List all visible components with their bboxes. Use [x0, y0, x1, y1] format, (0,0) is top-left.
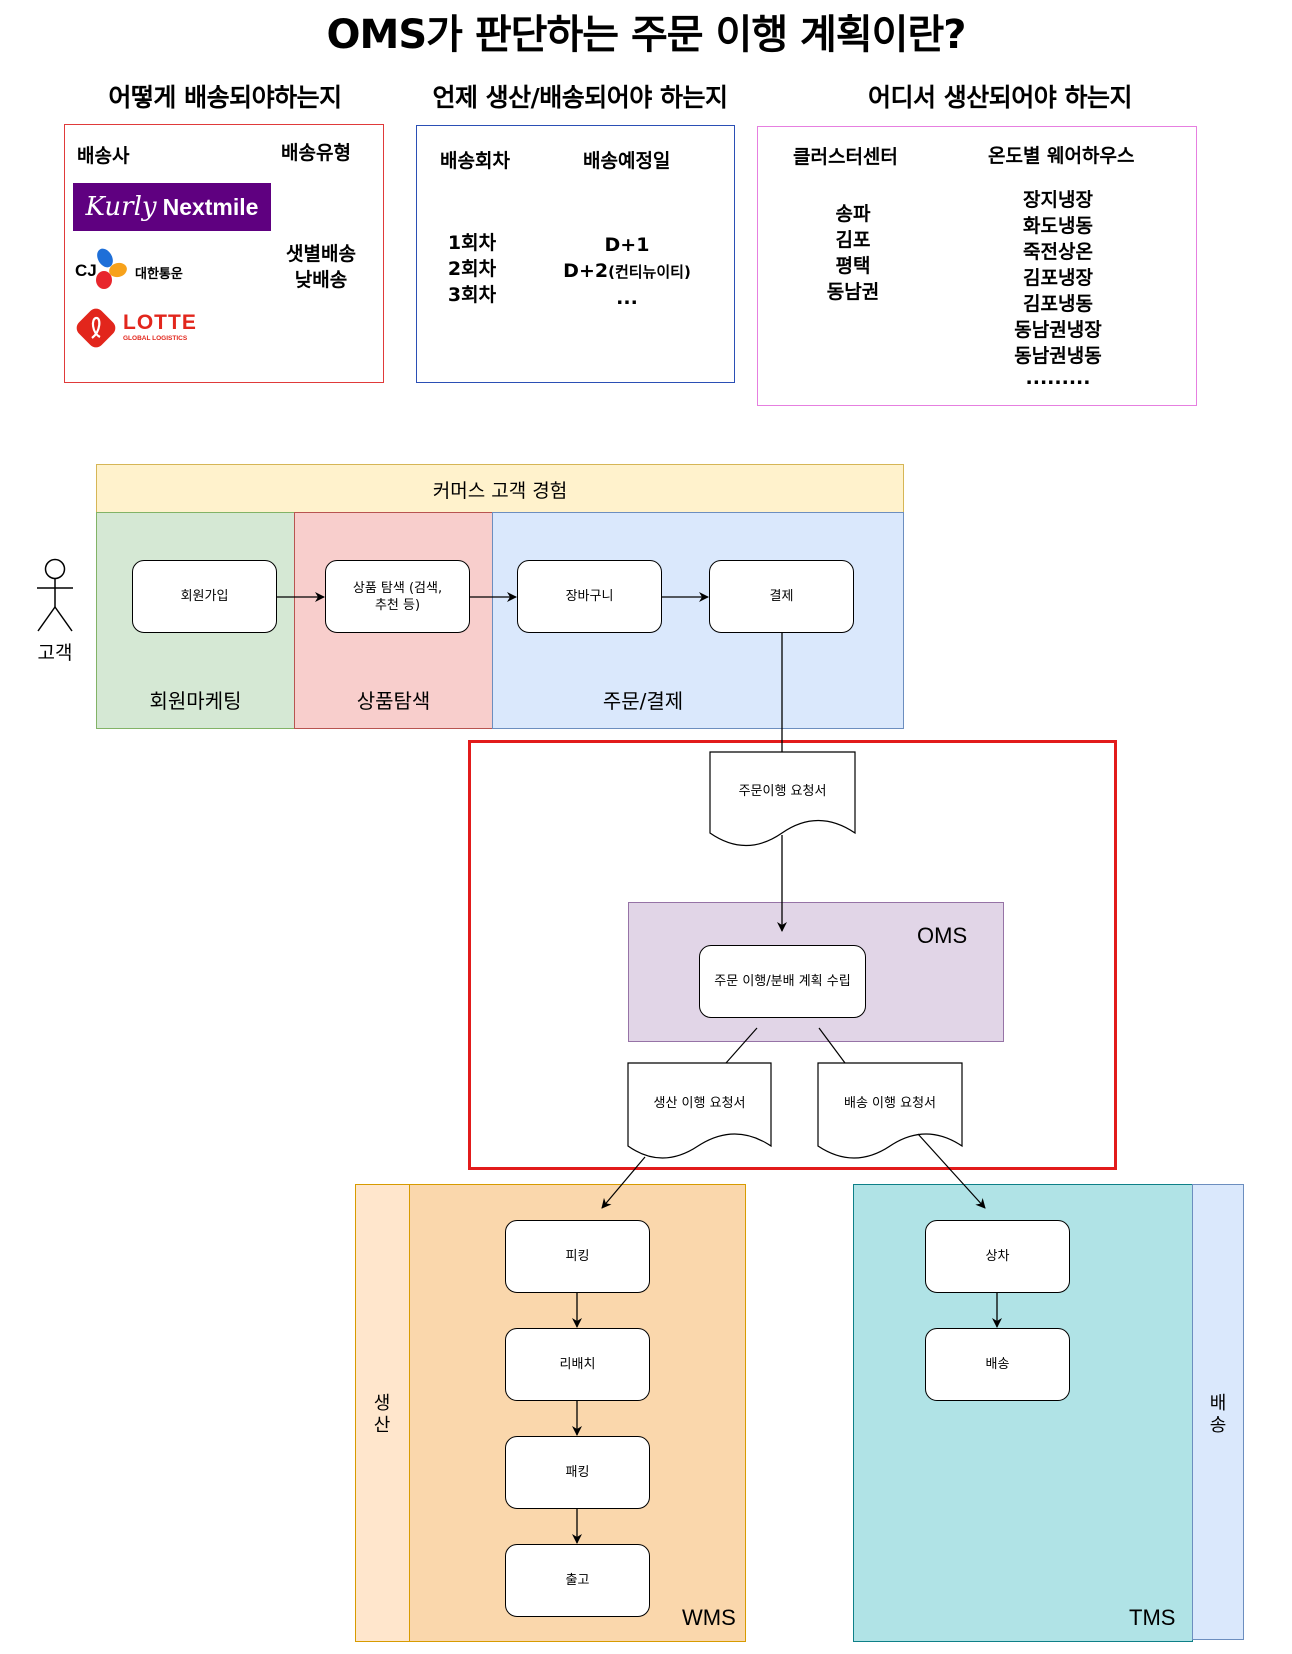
- wms-step-picking[interactable]: 피킹: [505, 1220, 650, 1293]
- cj-letters: CJ: [75, 261, 97, 280]
- step-label: 주문 이행/분배 계획 수립: [714, 974, 851, 989]
- lane-char: 산: [373, 1415, 391, 1436]
- tms-system-label: TMS: [1129, 1605, 1176, 1630]
- step-label: 결제: [769, 589, 794, 604]
- wms-step-packing[interactable]: 패킹: [505, 1436, 650, 1509]
- section-heading-where: 어디서 생산되어야 하는지: [868, 83, 1132, 112]
- lane-char: 송: [1209, 1415, 1227, 1436]
- cj-name: 대한통운: [135, 267, 183, 282]
- lane-label: 주문/결제: [602, 689, 684, 713]
- delivery-type-header: 배송유형: [281, 142, 351, 164]
- oms-system-label: OMS: [917, 923, 968, 948]
- step-label: 패킹: [565, 1465, 590, 1480]
- kurly-nextmile-logo: Kurly Nextmile: [73, 183, 271, 231]
- cj-logo: CJ 대한통운: [75, 247, 195, 295]
- delivery-lane-label: 배 송: [1208, 1393, 1228, 1437]
- lane-label: 회원마케팅: [149, 689, 242, 713]
- step-label: 추천 등): [374, 597, 421, 613]
- kurly-logo-script: Kurly: [85, 192, 157, 222]
- cluster-item: 송파: [835, 203, 871, 225]
- step-label: 장바구니: [565, 589, 614, 604]
- customer-actor-icon: [37, 558, 73, 632]
- kurly-logo-word: Nextmile: [162, 193, 259, 220]
- step-label: 피킹: [565, 1249, 590, 1264]
- lotte-name: LOTTE: [123, 311, 197, 334]
- production-lane-label: 생 산: [372, 1393, 392, 1437]
- oms-highlight-frame: [468, 740, 1117, 1170]
- step-label: 상품 탐색 (검색,: [352, 580, 443, 596]
- lane-label: 상품탐색: [356, 689, 431, 713]
- delivery-type-item: 샛별배송: [286, 243, 356, 265]
- warehouse-header: 온도별 웨어하우스: [988, 145, 1135, 167]
- warehouse-item: 장지냉장: [1023, 189, 1093, 211]
- tms-step-delivery[interactable]: 배송: [925, 1328, 1070, 1401]
- oms-plan-step[interactable]: 주문 이행/분배 계획 수립: [699, 945, 866, 1018]
- carrier-header: 배송사: [77, 145, 130, 167]
- location-box: 클러스터센터 온도별 웨어하우스 송파 김포 평택 동남권 장지냉장 화도냉동 …: [757, 126, 1197, 406]
- step-payment[interactable]: 결제: [709, 560, 854, 633]
- date-list: D+1 D+2(컨티뉴이티) ...: [547, 232, 707, 311]
- round-item: 2회차: [447, 258, 497, 280]
- lotte-emblem-icon: [76, 308, 116, 348]
- warehouse-item: 화도냉동: [1023, 215, 1093, 237]
- round-list: 1회차 2회차 3회차: [437, 230, 507, 308]
- date-item: D+2(컨티뉴이티): [547, 258, 707, 285]
- lotte-logo: LOTTE GLOBAL LOGISTICS: [75, 307, 225, 351]
- date-item-note: (컨티뉴이티): [608, 263, 691, 281]
- delivery-type-list: 샛별배송 낮배송: [281, 241, 361, 293]
- warehouse-item: 김포냉장: [1023, 267, 1093, 289]
- step-product-search[interactable]: 상품 탐색 (검색,추천 등): [325, 560, 470, 633]
- wms-step-shipping[interactable]: 출고: [505, 1544, 650, 1617]
- warehouse-list: 장지냉장 화도냉동 죽전상온 김포냉장 김포냉동 동남권냉장 동남권냉동 ...…: [998, 187, 1118, 389]
- round-item: 1회차: [447, 232, 497, 254]
- warehouse-item: .........: [1025, 367, 1091, 389]
- production-lane: 생 산: [355, 1184, 410, 1642]
- warehouse-item: 죽전상온: [1023, 241, 1093, 263]
- step-label: 회원가입: [180, 589, 229, 604]
- warehouse-item: 김포냉동: [1023, 293, 1093, 315]
- schedule-box: 배송회차 배송예정일 1회차 2회차 3회차 D+1 D+2(컨티뉴이티) ..…: [416, 125, 735, 383]
- cluster-item: 김포: [835, 229, 871, 251]
- warehouse-item: 동남권냉동: [1014, 345, 1102, 367]
- lotte-sub: GLOBAL LOGISTICS: [123, 335, 188, 342]
- cj-petals-icon: [96, 248, 127, 289]
- date-item: ...: [616, 287, 638, 309]
- commerce-header-label: 커머스 고객 경험: [432, 480, 568, 502]
- lane-char: 배: [1209, 1393, 1227, 1414]
- section-heading-how: 어떻게 배송되야하는지: [108, 83, 342, 112]
- tms-step-loading[interactable]: 상차: [925, 1220, 1070, 1293]
- cluster-header: 클러스터센터: [793, 146, 898, 168]
- date-item-main: D+2: [563, 260, 609, 282]
- step-label: 배송: [985, 1357, 1010, 1372]
- delivery-request-doc-label: 배송 이행 요청서: [844, 1096, 936, 1111]
- delivery-type-item: 낮배송: [294, 269, 348, 291]
- step-label: 리배치: [559, 1357, 596, 1372]
- step-signup[interactable]: 회원가입: [132, 560, 277, 633]
- step-label: 상차: [985, 1249, 1010, 1264]
- round-item: 3회차: [447, 284, 497, 306]
- carrier-box: 배송사 배송유형 Kurly Nextmile CJ 대한통운 LOTTE GL…: [64, 124, 384, 383]
- order-request-doc-label: 주문이행 요청서: [738, 784, 827, 799]
- warehouse-item: 동남권냉장: [1014, 319, 1102, 341]
- production-request-doc-label: 생산 이행 요청서: [653, 1096, 746, 1111]
- date-header: 배송예정일: [583, 150, 671, 172]
- page-title: OMS가 판단하는 주문 이행 계획이란?: [326, 12, 967, 58]
- lane-char: 생: [373, 1393, 391, 1414]
- delivery-lane: 배 송: [1192, 1184, 1244, 1640]
- section-heading-when: 언제 생산/배송되어야 하는지: [432, 83, 728, 112]
- actor-label: 고객: [37, 642, 73, 664]
- date-item: D+1: [604, 234, 650, 256]
- step-cart[interactable]: 장바구니: [517, 560, 662, 633]
- wms-step-rebatch[interactable]: 리배치: [505, 1328, 650, 1401]
- cluster-item: 동남권: [826, 281, 880, 303]
- step-label: 출고: [565, 1573, 590, 1588]
- wms-system-label: WMS: [682, 1605, 736, 1630]
- cluster-list: 송파 김포 평택 동남권: [808, 201, 898, 305]
- round-header: 배송회차: [440, 150, 510, 172]
- cluster-item: 평택: [835, 255, 871, 277]
- oms-system-box: OMS: [628, 902, 1004, 1042]
- commerce-header: 커머스 고객 경험: [96, 464, 904, 513]
